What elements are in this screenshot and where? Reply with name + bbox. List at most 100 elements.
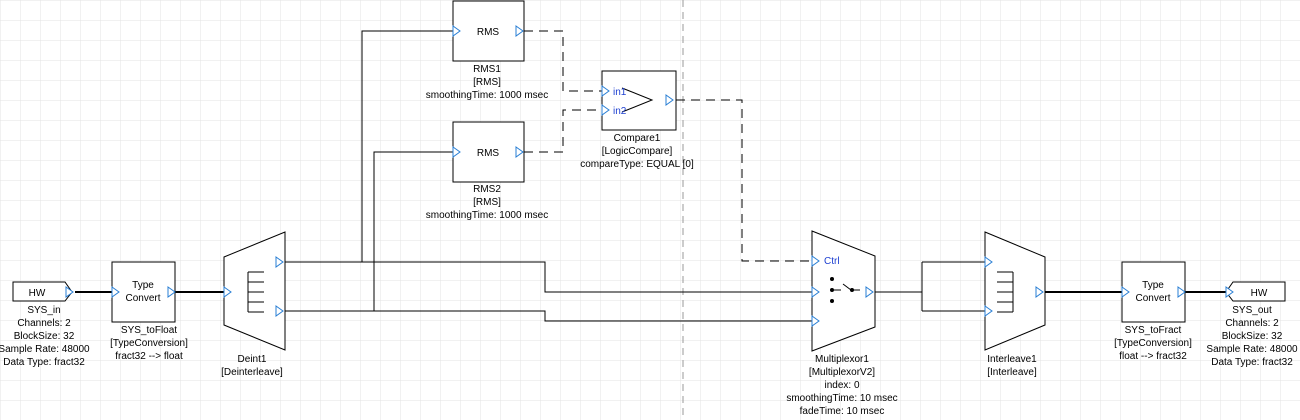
compare-class: [LogicCompare] [602, 146, 673, 157]
multiplexor-name: Multiplexor1 [815, 354, 869, 365]
multiplexor-input-pin-2[interactable] [811, 315, 820, 327]
multiplexor-fade: fadeTime: 10 msec [800, 406, 885, 417]
rms1-name: RMS1 [473, 64, 501, 75]
sys-in-sample-rate: Sample Rate: 48000 [0, 344, 90, 355]
sys-in-blocksize: BlockSize: 32 [14, 331, 75, 342]
compare-input-pin-2[interactable] [601, 104, 610, 116]
sys-in-output-pin[interactable] [65, 286, 74, 298]
interleave-icon [997, 271, 1014, 313]
rms1-box [452, 0, 525, 62]
rms2-name: RMS2 [473, 184, 501, 195]
rms1-block[interactable]: RMS RMS1 [RMS] smoothingTime: 1000 msec [426, 0, 548, 101]
to-float-param: fract32 --> float [115, 351, 183, 362]
wire-to-rms1 [361, 30, 453, 262]
sys-out-sample-rate: Sample Rate: 48000 [1206, 344, 1298, 355]
control-wires [524, 30, 812, 262]
rms1-label: RMS [477, 27, 500, 38]
interleave-output-pin[interactable] [1035, 286, 1044, 298]
sys-in-tag: HW [29, 288, 46, 299]
wire-rms2-compare [524, 109, 602, 153]
to-fract-name: SYS_toFract [1125, 325, 1182, 336]
multiplexor-ctrl-pin[interactable] [811, 255, 820, 267]
deinterleave-shape [223, 231, 286, 351]
multiplexor-ctrl-label: Ctrl [824, 256, 840, 267]
rms2-output-pin[interactable] [515, 146, 524, 158]
to-float-box [111, 261, 176, 323]
deinterleave-name: Deint1 [238, 354, 267, 365]
to-fract-title-line1: Type [1142, 280, 1164, 291]
multiplexor-index: index: 0 [824, 380, 859, 391]
to-fract-box [1121, 261, 1186, 323]
to-fract-block[interactable]: Type Convert SYS_toFract [TypeConversion… [1114, 261, 1192, 362]
sys-out-block[interactable]: HW SYS_out Channels: 2 BlockSize: 32 Sam… [1206, 281, 1298, 368]
to-float-block[interactable]: Type Convert SYS_toFloat [TypeConversion… [110, 261, 188, 362]
compare-block[interactable]: in1 in2 Compare1 [LogicCompare] compareT… [580, 70, 694, 170]
sys-out-input-pin[interactable] [1225, 286, 1234, 298]
to-float-title-line1: Type [132, 280, 154, 291]
to-float-name: SYS_toFloat [121, 325, 177, 336]
compare-param: compareType: EQUAL [0] [580, 159, 694, 170]
sys-out-channels: Channels: 2 [1225, 318, 1279, 329]
wire-compare-ctrl [676, 99, 812, 262]
multiplexor-output-pin[interactable] [865, 286, 874, 298]
sys-in-data-type: Data Type: fract32 [3, 357, 85, 368]
rms1-class: [RMS] [473, 77, 501, 88]
multiplexor-shape [811, 230, 876, 352]
interleave-name: Interleave1 [987, 354, 1037, 365]
wire-deint-ch1-mux [285, 261, 812, 293]
to-fract-class: [TypeConversion] [1114, 338, 1192, 349]
sys-in-shape [12, 281, 73, 302]
to-float-input-pin[interactable] [111, 286, 120, 298]
compare-in2-label: in2 [613, 106, 627, 117]
interleave-block[interactable]: Interleave1 [Interleave] [984, 231, 1046, 378]
interleave-input-pin-2[interactable] [984, 305, 993, 317]
wire-rms1-compare [524, 30, 602, 92]
sys-out-shape [1225, 281, 1286, 302]
rms2-box [452, 121, 525, 183]
rms1-input-pin[interactable] [452, 25, 461, 37]
wire-deint-ch2-mux [285, 310, 812, 322]
deinterleave-output-pin-1[interactable] [275, 256, 284, 268]
rms2-input-pin[interactable] [452, 146, 461, 158]
multiplexor-class: [MultiplexorV2] [809, 367, 875, 378]
to-float-class: [TypeConversion] [110, 338, 188, 349]
interleave-input-pin-1[interactable] [984, 256, 993, 268]
compare-name: Compare1 [614, 133, 661, 144]
rms2-param: smoothingTime: 1000 msec [426, 210, 548, 221]
wire-to-rms2 [373, 151, 453, 311]
to-float-output-pin[interactable] [167, 286, 176, 298]
deinterleave-output-pin-2[interactable] [275, 305, 284, 317]
deinterleave-icon [247, 271, 264, 313]
rms1-output-pin[interactable] [515, 25, 524, 37]
interleave-class: [Interleave] [987, 367, 1037, 378]
deinterleave-block[interactable]: Deint1 [Deinterleave] [221, 231, 286, 378]
rms1-param: smoothingTime: 1000 msec [426, 90, 548, 101]
to-fract-title-line2: Convert [1135, 293, 1170, 304]
sys-out-tag: HW [1251, 288, 1268, 299]
sys-in-name: SYS_in [27, 305, 60, 316]
compare-output-pin[interactable] [665, 94, 674, 106]
deinterleave-class: [Deinterleave] [221, 367, 283, 378]
signal-wires [75, 30, 1226, 322]
compare-box [601, 70, 677, 131]
compare-icon [621, 87, 654, 113]
rms2-class: [RMS] [473, 197, 501, 208]
to-fract-param: float --> fract32 [1119, 351, 1187, 362]
compare-in1-label: in1 [613, 87, 627, 98]
to-fract-output-pin[interactable] [1177, 286, 1186, 298]
to-fract-input-pin[interactable] [1121, 286, 1130, 298]
sys-in-block[interactable]: HW SYS_in Channels: 2 BlockSize: 32 Samp… [0, 281, 90, 368]
rms2-label: RMS [477, 148, 500, 159]
multiplexor-block[interactable]: Ctrl Multiplexor1 [MultiplexorV2] index:… [786, 230, 898, 417]
rms2-block[interactable]: RMS RMS2 [RMS] smoothingTime: 1000 msec [426, 121, 548, 221]
multiplexor-smoothing: smoothingTime: 10 msec [786, 393, 897, 404]
compare-input-pin-1[interactable] [601, 85, 610, 97]
sys-in-channels: Channels: 2 [17, 318, 71, 329]
multiplexor-input-pin-1[interactable] [811, 286, 820, 298]
sys-out-name: SYS_out [1232, 305, 1272, 316]
deinterleave-input-pin[interactable] [223, 286, 232, 298]
sys-out-blocksize: BlockSize: 32 [1222, 331, 1283, 342]
switch-icon [830, 277, 860, 303]
